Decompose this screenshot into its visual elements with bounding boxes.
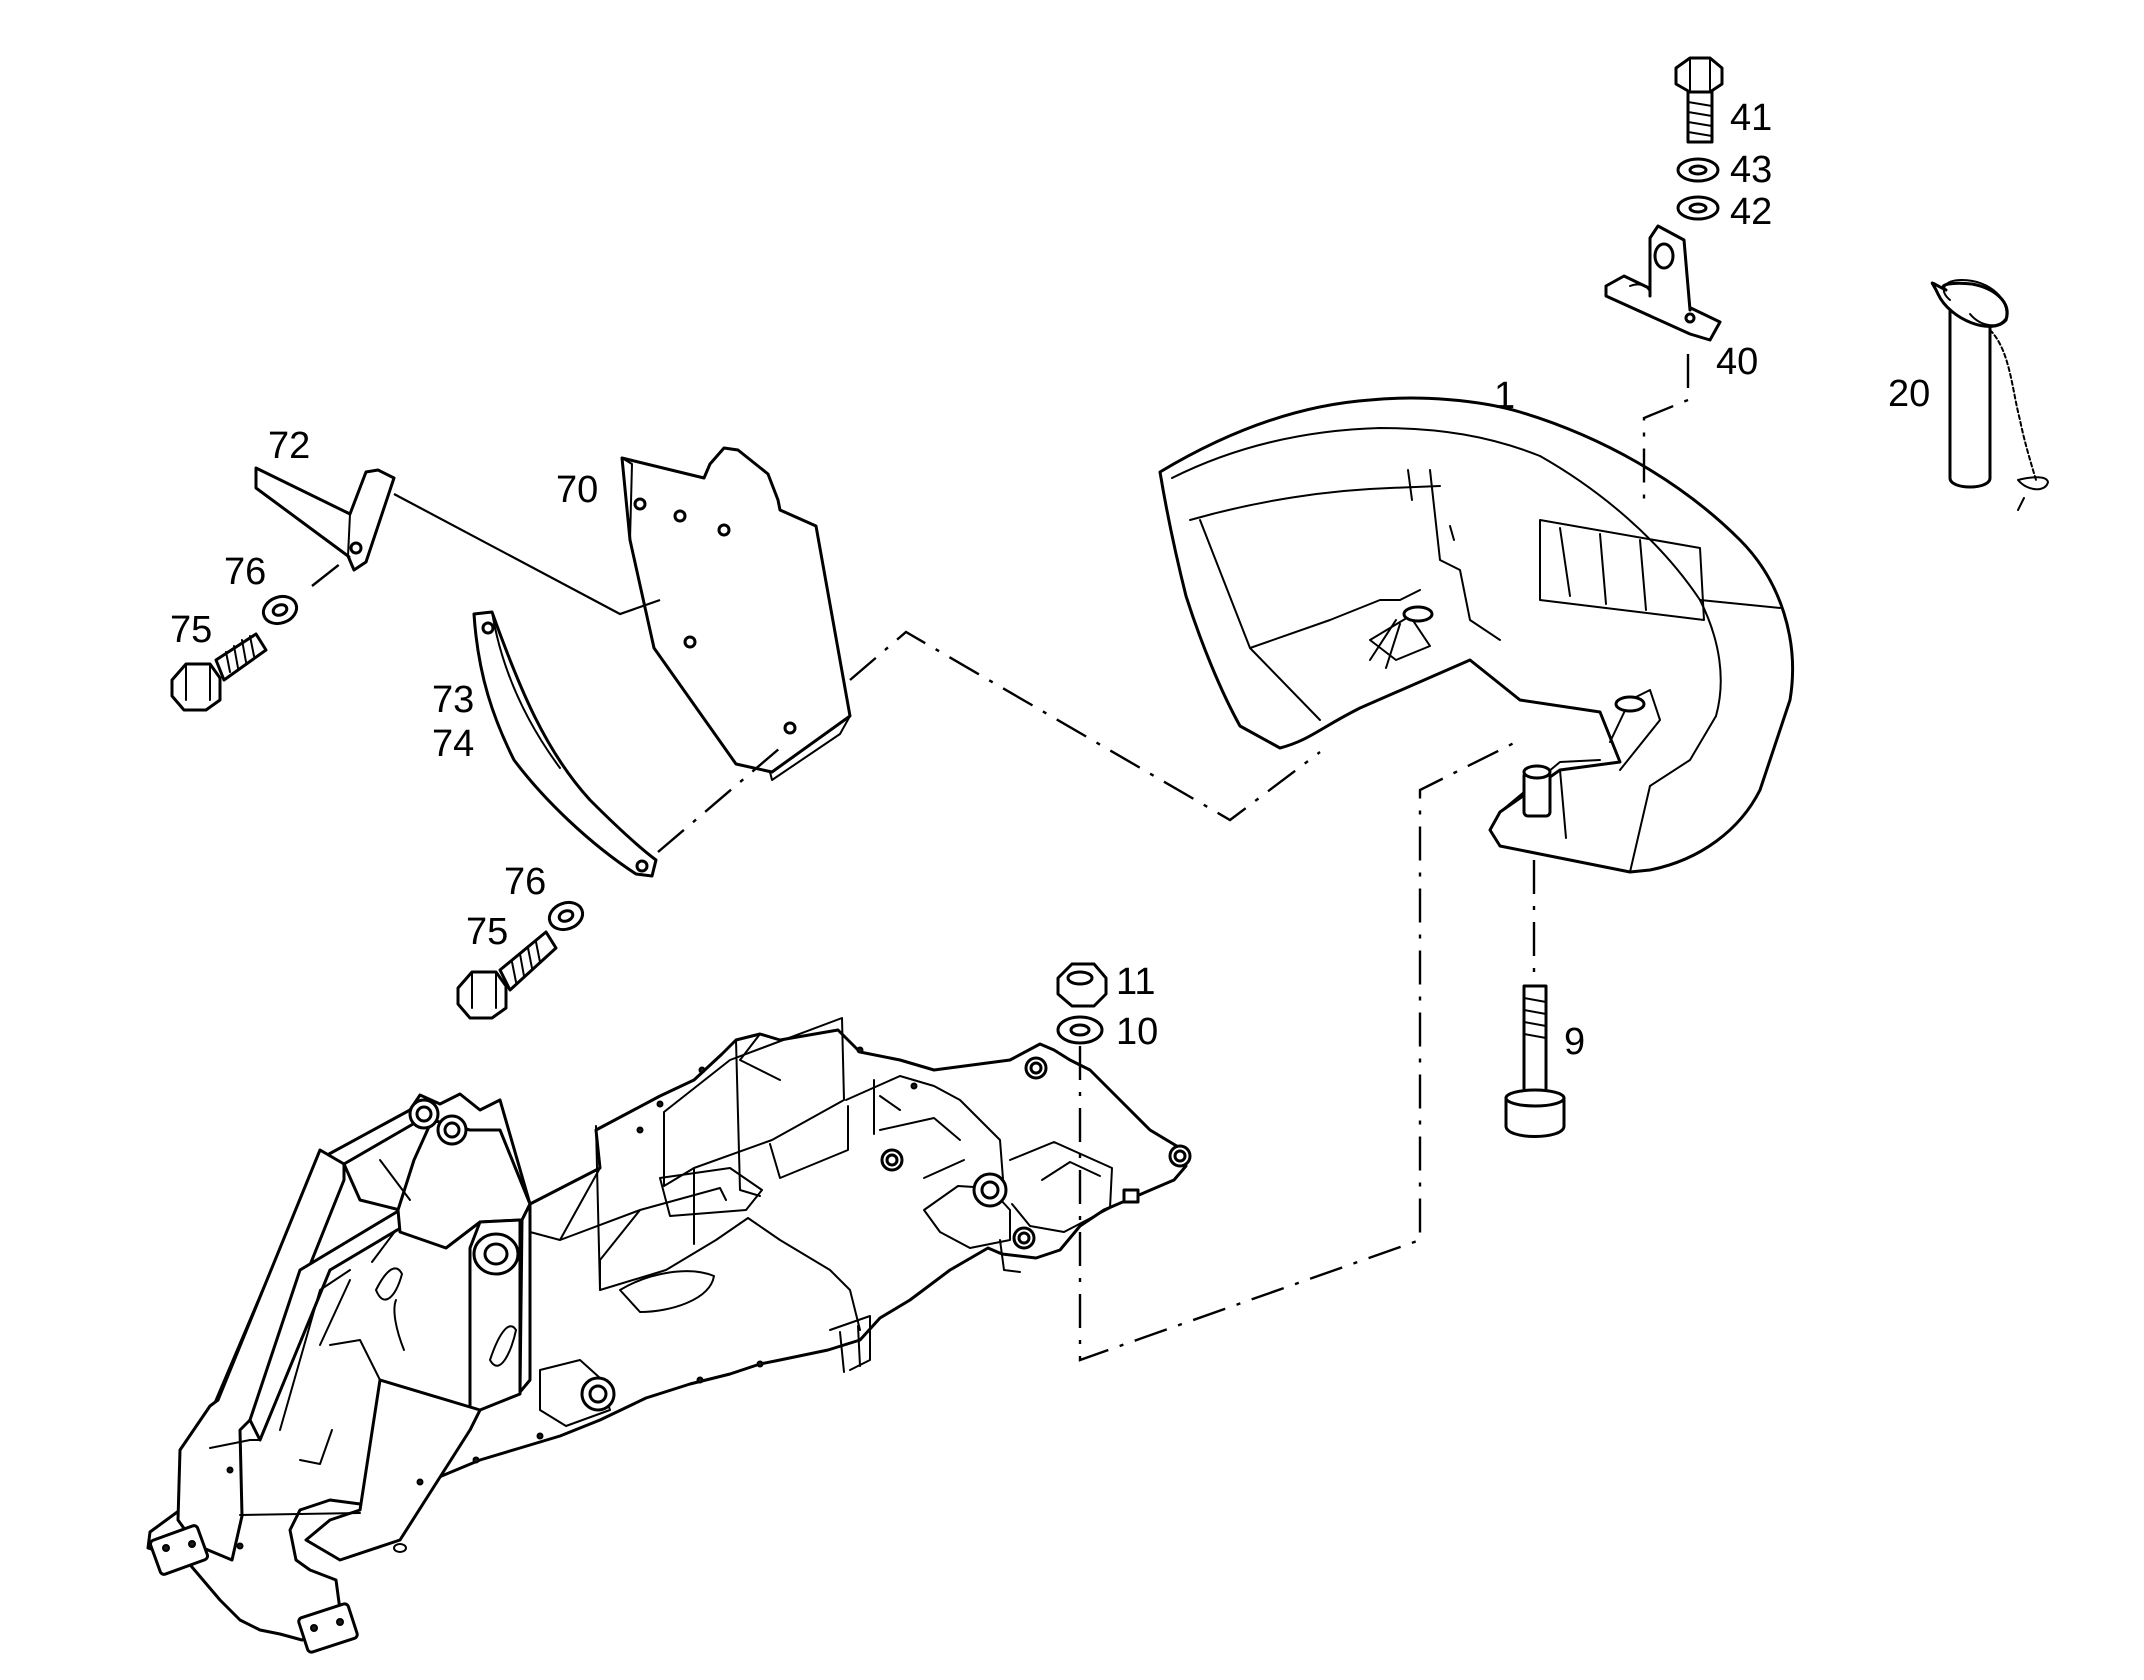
callout-73: 73 <box>432 679 474 721</box>
strap-part-73-74 <box>472 610 658 878</box>
washer-part-76-lower <box>547 900 585 932</box>
callout-72: 72 <box>268 425 310 467</box>
washer-part-10 <box>1056 1015 1104 1045</box>
callout-1: 1 <box>1494 375 1515 417</box>
callout-42: 42 <box>1730 191 1772 233</box>
callout-70: 70 <box>556 469 598 511</box>
callout-74: 74 <box>432 723 474 765</box>
callout-75-lower: 75 <box>466 911 508 953</box>
bolt-part-75-upper <box>170 632 268 712</box>
washer-part-42 <box>1676 195 1720 221</box>
callout-76-lower: 76 <box>504 861 546 903</box>
assembly-center-lines <box>311 354 1690 1362</box>
bracket-part-72 <box>254 466 396 572</box>
callout-40: 40 <box>1716 341 1758 383</box>
bracket-part-40 <box>1604 224 1722 342</box>
bolt-part-75-lower <box>456 930 558 1020</box>
loader-frame <box>146 1017 1192 1654</box>
plate-part-70 <box>620 446 852 781</box>
callout-20: 20 <box>1888 373 1930 415</box>
callout-76-upper: 76 <box>224 551 266 593</box>
bolt-part-41 <box>1674 56 1724 144</box>
washer-part-43 <box>1676 157 1720 183</box>
pin-part-20 <box>1930 279 2049 511</box>
callout-43: 43 <box>1730 149 1772 191</box>
callout-labels: 1 9 10 11 20 40 41 42 43 70 72 73 74 75 … <box>170 97 1930 1063</box>
callout-41: 41 <box>1730 97 1772 139</box>
washer-part-76-upper <box>261 594 299 626</box>
callout-11: 11 <box>1116 961 1155 1003</box>
callout-9: 9 <box>1564 1021 1585 1063</box>
counterweight-part-1 <box>1158 396 1794 874</box>
callout-10: 10 <box>1116 1011 1158 1053</box>
bolt-part-9 <box>1504 984 1566 1138</box>
callout-75-upper: 75 <box>170 609 212 651</box>
nut-part-11 <box>1056 962 1108 1008</box>
